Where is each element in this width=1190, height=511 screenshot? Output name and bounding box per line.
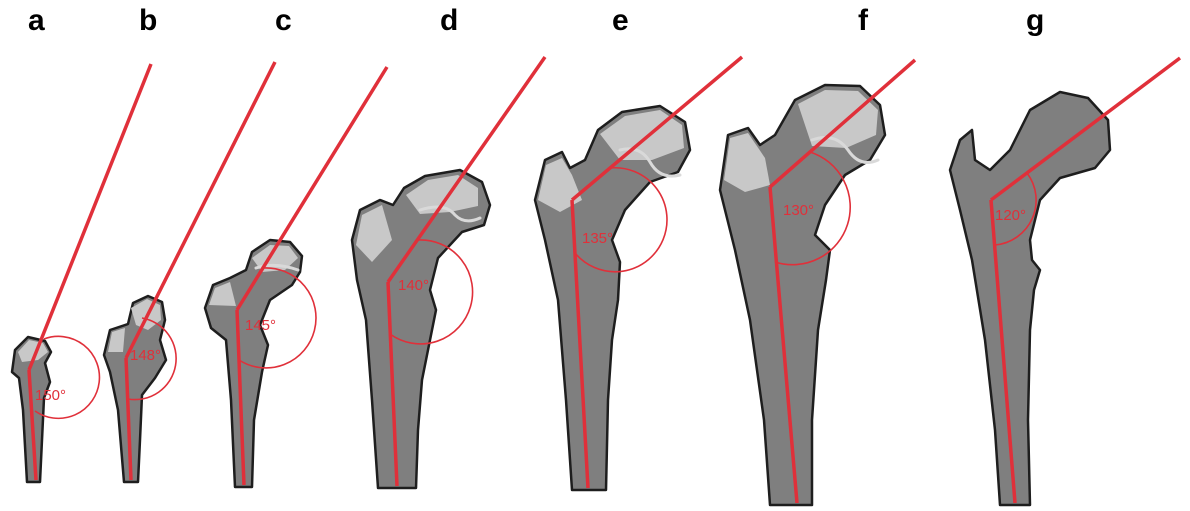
neck-axis-d bbox=[388, 57, 545, 282]
panel-letter-g: g bbox=[1026, 4, 1044, 37]
panel-letter-f: f bbox=[858, 4, 869, 37]
angle-label-a: 150° bbox=[35, 387, 66, 404]
panel-letter-c: c bbox=[275, 4, 292, 37]
angle-label-c: 145° bbox=[245, 317, 276, 334]
angle-label-b: 148° bbox=[130, 347, 161, 364]
panel-letter-d: d bbox=[440, 4, 458, 37]
angle-label-g: 120° bbox=[995, 207, 1026, 224]
panel-f: f 130° bbox=[720, 4, 915, 505]
angle-label-f: 130° bbox=[783, 202, 814, 219]
panel-e: e 135° bbox=[535, 4, 742, 490]
panel-g: g 120° bbox=[950, 4, 1180, 505]
panel-letter-e: e bbox=[612, 4, 629, 37]
angle-label-e: 135° bbox=[582, 230, 613, 247]
angle-label-d: 140° bbox=[398, 277, 429, 294]
panel-letter-a: a bbox=[28, 4, 45, 37]
panel-letter-b: b bbox=[139, 4, 157, 37]
femur-g bbox=[950, 92, 1110, 505]
